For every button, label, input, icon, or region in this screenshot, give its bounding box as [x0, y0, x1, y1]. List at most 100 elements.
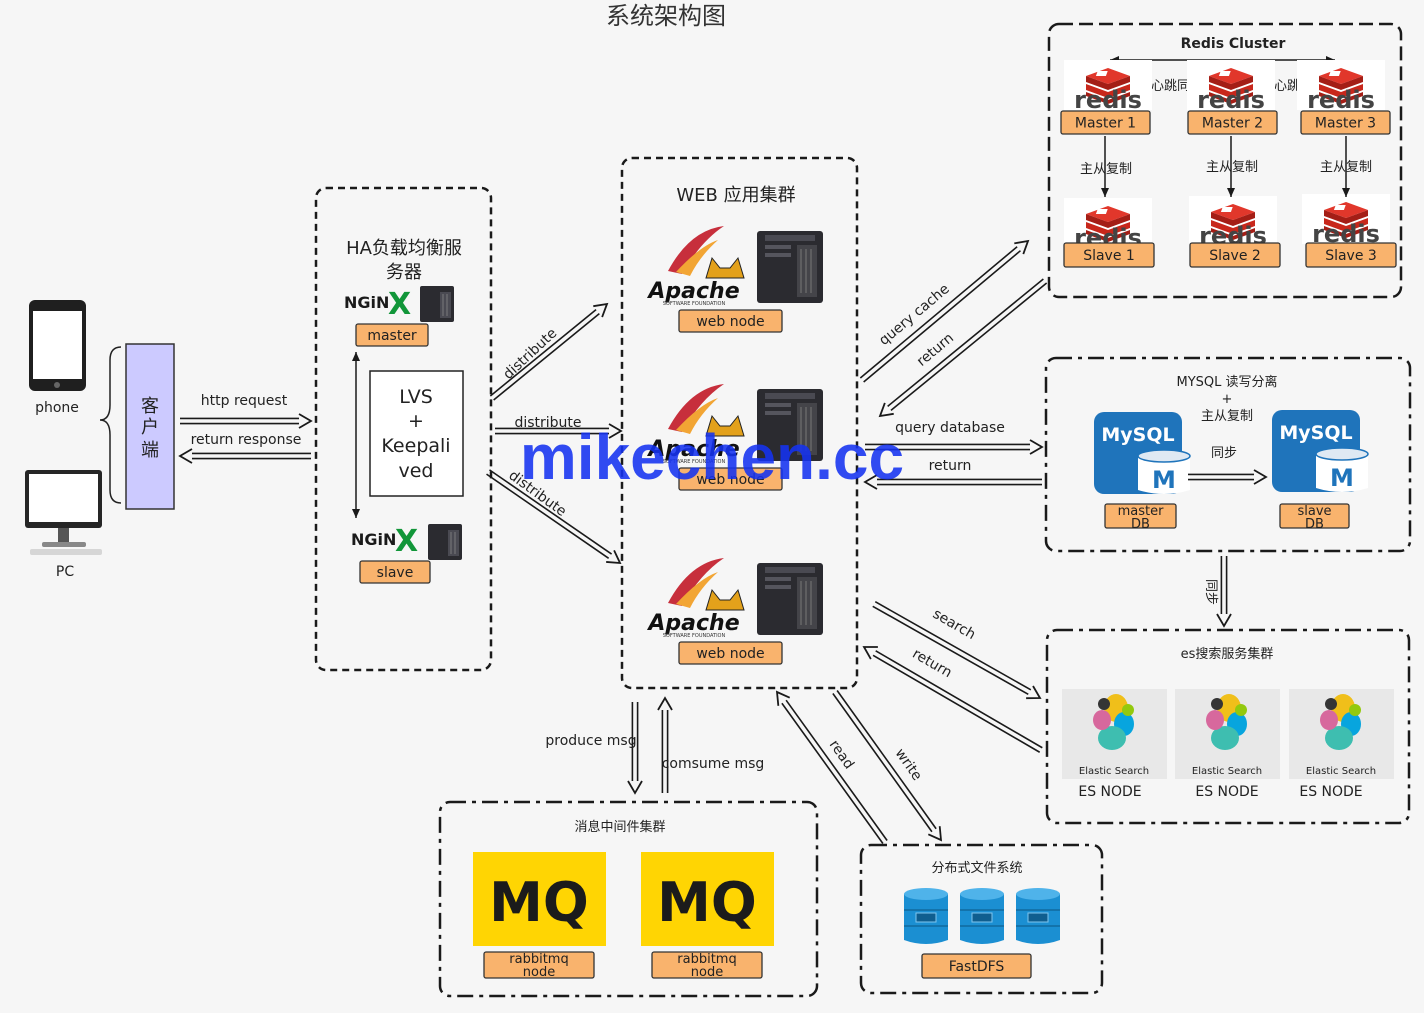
- web-node-tag: web node: [678, 641, 783, 665]
- tag-text: web node: [696, 472, 764, 488]
- db-cylinder-top: [1315, 447, 1369, 461]
- tag-bg: [651, 951, 763, 979]
- query-cache-arrow: [859, 239, 1030, 383]
- es-cluster-box: [1045, 628, 1411, 825]
- redis-logo-text: redis: [1307, 86, 1375, 114]
- distribute-arrow-2: [495, 423, 623, 439]
- ha-title: 务器: [386, 262, 422, 283]
- replication-arrow: [1342, 136, 1350, 197]
- phone-screen: [33, 311, 82, 379]
- distribute-arrow-3: [486, 469, 622, 565]
- lvs-label: Keepali: [381, 435, 450, 457]
- http-request-arrow: [180, 413, 313, 429]
- server-icon: [756, 230, 824, 304]
- http-request-label: http request: [201, 393, 288, 409]
- db-cylinder-icon: [1138, 456, 1190, 494]
- phone-label: phone: [35, 400, 79, 416]
- replication-label: 主从复制: [1320, 160, 1372, 175]
- es-sync-arrow: [1216, 556, 1232, 628]
- tag-bg: [1104, 503, 1177, 529]
- consume-msg-arrow: [657, 696, 673, 793]
- shaft: [785, 699, 888, 841]
- produce-msg-label: produce msg: [545, 733, 636, 749]
- consume-msg-label: comsume msg: [662, 756, 765, 772]
- slave-tag: slave: [359, 560, 431, 584]
- apache-logo-subtext: SOFTWARE FOUNDATION: [663, 633, 726, 639]
- nginx-logo-x: X: [388, 287, 411, 322]
- tag-text: web node: [696, 314, 764, 330]
- db-cylinder-icon: [1316, 454, 1368, 492]
- redis-master-1: redis: [1064, 60, 1152, 114]
- write-label: write: [892, 746, 925, 784]
- pc-screen: [29, 474, 98, 522]
- fs-cluster-box: [859, 843, 1104, 995]
- apache-feather-icon: [668, 226, 724, 274]
- arrow-head: [862, 646, 878, 660]
- db-cylinder-top: [1137, 449, 1191, 463]
- apache-logo-subtext: SOFTWARE FOUNDATION: [663, 459, 726, 465]
- redis-cluster-title: Redis Cluster: [1181, 36, 1286, 52]
- shaft: [874, 601, 1032, 691]
- arrow-head: [608, 423, 623, 439]
- arrow-head: [878, 402, 894, 418]
- mysql-sync-arrow: [1188, 469, 1268, 485]
- mysql-cluster-box: [1044, 356, 1412, 553]
- query-database-arrow: [865, 439, 1044, 455]
- lvs-label: LVS: [399, 386, 433, 408]
- replication-label: 主从复制: [1206, 160, 1258, 175]
- mysql-sync-label: 同步: [1211, 446, 1237, 461]
- replication-arrow: [1101, 136, 1109, 197]
- arrow-head: [1026, 685, 1042, 700]
- pc-keyboard: [30, 549, 102, 555]
- apache-feather-icon: [668, 384, 724, 432]
- mysql-plus: +: [1222, 392, 1233, 407]
- mq-cluster-box: [438, 800, 819, 998]
- es-return-label: return: [909, 646, 954, 681]
- tag-bg: [355, 323, 429, 347]
- web-node-tag: web node: [678, 467, 783, 491]
- ha-title: HA负载均衡服: [346, 238, 462, 259]
- ha-failover-arrow: [352, 352, 360, 518]
- shaft: [489, 308, 597, 397]
- shaft: [493, 312, 600, 401]
- tag-bg: [1060, 110, 1151, 135]
- web-cluster-box: [620, 156, 859, 690]
- shaft: [872, 654, 1041, 753]
- arrow-head: [657, 696, 673, 711]
- pc-label: PC: [56, 564, 74, 580]
- mysql-return-label: return: [929, 458, 972, 474]
- client-box-label: 户: [141, 417, 159, 438]
- shaft: [486, 473, 610, 559]
- apache-feather-icon: [676, 398, 718, 434]
- mq-node-1: MQ: [473, 852, 606, 946]
- server-icon: [427, 523, 463, 561]
- return-response-arrow: [178, 448, 311, 464]
- web-cluster-title: WEB 应用集群: [676, 185, 795, 206]
- nginx-logo-text: NGiN: [351, 530, 396, 549]
- mysql-title: MYSQL 读写分离: [1176, 374, 1277, 390]
- shaft: [863, 250, 1021, 383]
- tomcat-icon: [705, 588, 745, 611]
- es-return-arrow: [862, 646, 1043, 753]
- arrow-head: [178, 448, 193, 464]
- es-node-3: Elastic Search: [1289, 689, 1394, 779]
- lvs-label: ved: [399, 460, 434, 482]
- arrow-head: [1029, 439, 1044, 455]
- redis-slave-tag: Slave 2: [1189, 242, 1281, 268]
- tag-text-line1: master: [1118, 504, 1164, 519]
- query-database-label: query database: [895, 420, 1005, 436]
- arrow-head: [1253, 469, 1268, 485]
- tag-text-line2: DB: [1131, 517, 1150, 532]
- arrow-head: [1227, 188, 1235, 197]
- arrow-head: [927, 826, 943, 842]
- tag-bg: [678, 467, 783, 491]
- shaft: [887, 278, 1044, 408]
- redis-master-tag: Master 2: [1187, 110, 1278, 135]
